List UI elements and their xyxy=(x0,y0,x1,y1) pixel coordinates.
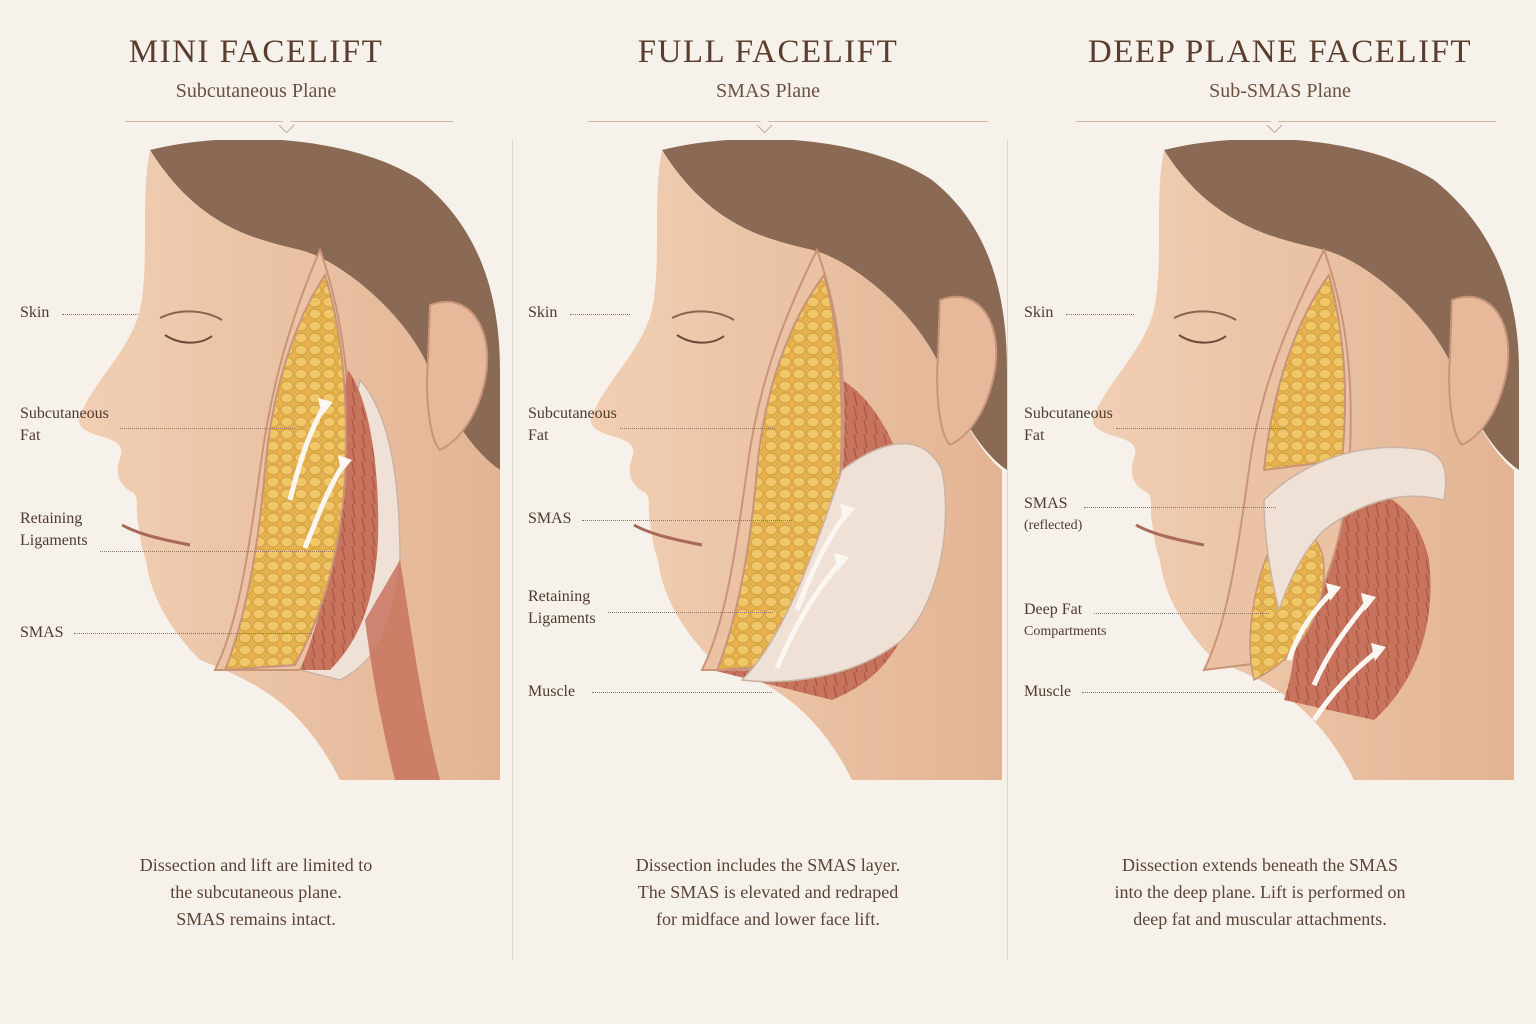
leader-line xyxy=(1082,692,1280,693)
lift-arrow xyxy=(1311,648,1381,722)
panel-title: MINI FACELIFT xyxy=(128,34,384,70)
panel-divider xyxy=(512,140,513,960)
eye-shape xyxy=(676,334,725,344)
panel-caption: Dissection includes the SMAS layer. The … xyxy=(635,855,901,929)
label-skin: Skin xyxy=(1024,304,1054,321)
leader-line xyxy=(120,428,295,429)
smas-reflected-flap xyxy=(1263,446,1447,613)
label-muscle: Muscle xyxy=(1024,683,1072,700)
title-rule xyxy=(588,121,988,122)
panel-caption: Dissection and lift are limited to the s… xyxy=(139,855,373,929)
fat-layer xyxy=(1262,272,1347,472)
panel-deep-plane-facelift: DEEP PLANE FACELIFT Sub-SMAS Plane xyxy=(1024,0,1536,1024)
panel-title: FULL FACELIFT xyxy=(637,34,899,70)
eye-shape xyxy=(1178,334,1227,344)
hair-shape xyxy=(1164,140,1519,470)
panel-subtitle: SMAS Plane xyxy=(716,80,820,102)
lift-arrow xyxy=(794,510,850,611)
title-rule xyxy=(1076,121,1496,122)
face-illustration-deep-plane xyxy=(1092,140,1519,780)
panel-mini-facelift: MINI FACELIFT Subcutaneous Plane xyxy=(0,0,512,1024)
panel-subtitle: Sub-SMAS Plane xyxy=(1209,80,1351,102)
label-smas: SMAS xyxy=(528,510,572,527)
panel-caption: Dissection extends beneath the SMAS into… xyxy=(1114,855,1406,929)
label-muscle: Muscle xyxy=(528,683,576,700)
panel-subtitle: Subcutaneous Plane xyxy=(175,80,337,102)
ear-shape xyxy=(426,300,489,452)
lips-shape xyxy=(1135,523,1205,547)
lift-arrow xyxy=(287,403,328,501)
ear-shape xyxy=(1448,295,1510,447)
leader-line xyxy=(1094,613,1269,614)
lips-shape xyxy=(121,523,191,547)
panel-title: DEEP PLANE FACELIFT xyxy=(1087,34,1473,70)
leader-line xyxy=(74,633,314,634)
leader-line xyxy=(100,551,335,552)
label-skin: Skin xyxy=(528,304,558,321)
face-illustration-mini xyxy=(78,140,501,780)
hair-shape xyxy=(150,140,500,470)
leader-line xyxy=(592,692,772,693)
lift-arrow xyxy=(774,558,844,669)
leader-line xyxy=(62,314,138,315)
leader-line xyxy=(620,428,775,429)
label-smas-reflected: SMAS(reflected) xyxy=(1024,495,1083,533)
fat-layer xyxy=(223,272,347,672)
face-illustration-full xyxy=(590,140,1007,780)
label-smas: SMAS xyxy=(20,624,64,641)
panel-divider xyxy=(1007,140,1008,960)
hair-shape xyxy=(662,140,1007,470)
eye-shape xyxy=(164,334,213,344)
leader-line xyxy=(1066,314,1134,315)
leader-line xyxy=(582,520,792,521)
leader-line xyxy=(1084,507,1276,508)
lips-shape xyxy=(633,523,703,547)
lift-arrow xyxy=(1311,598,1371,686)
leader-line xyxy=(608,612,773,613)
ear-shape xyxy=(936,295,998,447)
leader-line xyxy=(570,314,630,315)
label-skin: Skin xyxy=(20,304,50,321)
panel-full-facelift: FULL FACELIFT SMAS Plane xyxy=(512,0,1024,1024)
leader-line xyxy=(1116,428,1286,429)
lift-arrow xyxy=(1286,588,1336,661)
